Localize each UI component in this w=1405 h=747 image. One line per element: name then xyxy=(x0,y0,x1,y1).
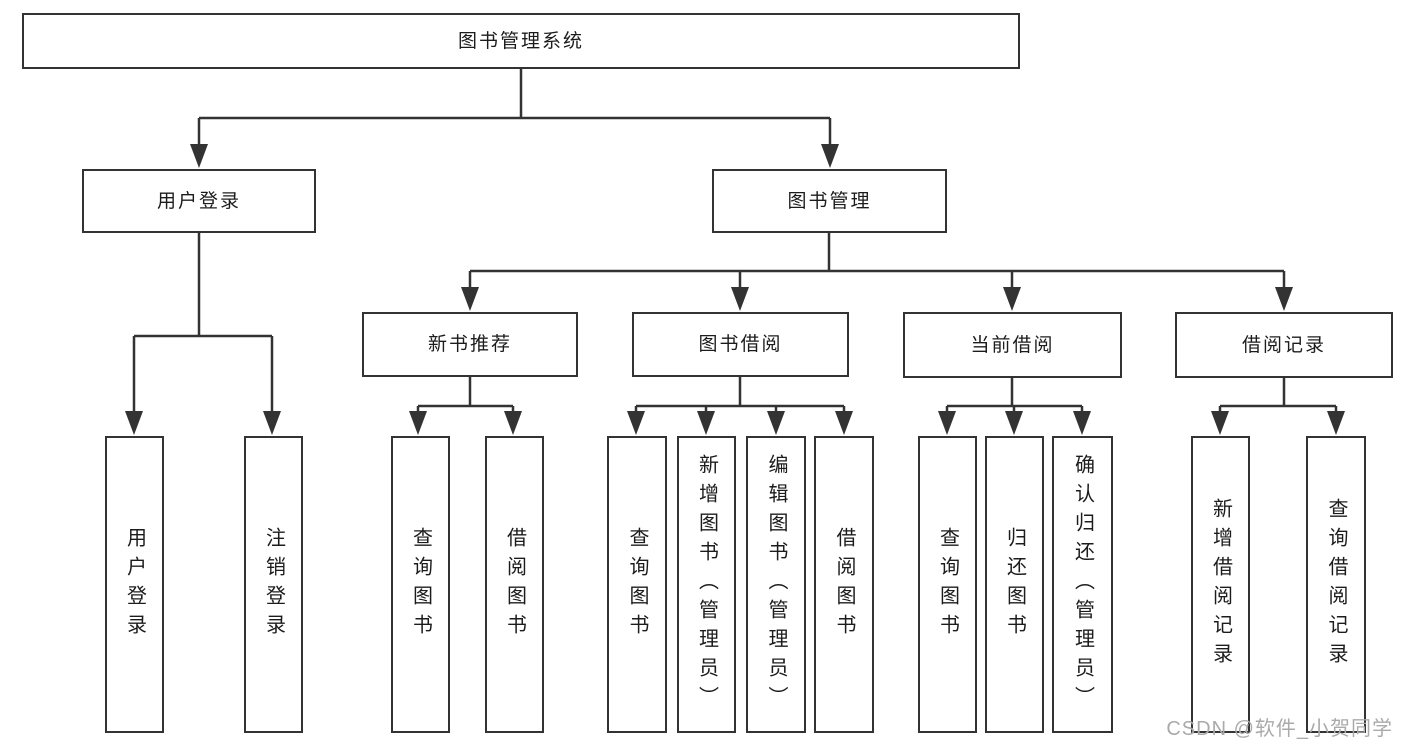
diagram-node-leaf-borrow-book-1: 借阅图书 xyxy=(485,436,544,733)
diagram-node-label: 当前借阅 xyxy=(970,334,1055,356)
arrowhead-icon xyxy=(125,411,143,435)
diagram-node-new-book-recommend: 新书推荐 xyxy=(362,312,578,377)
arrowhead-icon xyxy=(731,287,749,311)
arrowhead-icon xyxy=(1275,287,1293,311)
diagram-node-book-management: 图书管理 xyxy=(712,169,947,233)
diagram-node-leaf-confirm-return-admin: 确认归还（管理员） xyxy=(1052,436,1113,733)
arrowhead-icon xyxy=(504,411,522,435)
arrowhead-icon xyxy=(821,144,839,168)
diagram-node-label: 图书管理系统 xyxy=(457,30,584,52)
diagram-node-label: 新书推荐 xyxy=(427,334,512,355)
arrowhead-icon xyxy=(461,287,479,311)
arrowhead-icon xyxy=(409,411,427,435)
diagram-node-current-borrow: 当前借阅 xyxy=(903,312,1122,378)
diagram-node-leaf-user-login: 用户登录 xyxy=(105,436,164,733)
diagram-node-user-login: 用户登录 xyxy=(82,169,316,233)
diagram-node-label: 编辑图书（管理员） xyxy=(765,454,787,715)
diagram-node-label: 查询图书 xyxy=(936,526,959,643)
diagram-node-leaf-borrow-book-2: 借阅图书 xyxy=(814,436,874,733)
arrowhead-icon xyxy=(938,411,956,435)
diagram-node-label: 查询借阅记录 xyxy=(1325,497,1347,672)
diagram-node-label: 注销登录 xyxy=(262,526,285,643)
arrowhead-icon xyxy=(627,411,645,435)
diagram-node-label: 借阅记录 xyxy=(1241,334,1326,356)
diagram-node-label: 用户登录 xyxy=(123,526,146,643)
arrowhead-icon xyxy=(1003,287,1021,311)
diagram-node-label: 图书借阅 xyxy=(698,334,783,355)
arrowhead-icon xyxy=(835,411,853,435)
diagram-node-borrow-record: 借阅记录 xyxy=(1175,312,1393,378)
diagram-node-root: 图书管理系统 xyxy=(22,13,1020,69)
arrowhead-icon xyxy=(1073,411,1091,435)
diagram-node-leaf-edit-book-admin: 编辑图书（管理员） xyxy=(746,436,806,733)
diagram-node-label: 借阅图书 xyxy=(833,526,855,643)
diagram-node-label: 新增图书（管理员） xyxy=(695,454,718,715)
diagram-node-leaf-query-book-3: 查询图书 xyxy=(918,436,977,733)
arrowhead-icon xyxy=(1327,411,1345,435)
diagram-node-leaf-return-book: 归还图书 xyxy=(985,436,1044,733)
diagram-node-label: 归还图书 xyxy=(1003,526,1026,643)
diagram-node-leaf-add-book-admin: 新增图书（管理员） xyxy=(677,436,736,733)
arrowhead-icon xyxy=(1211,411,1229,435)
diagram-node-label: 借阅图书 xyxy=(503,526,526,643)
diagram-node-leaf-query-book-1: 查询图书 xyxy=(391,436,450,733)
diagram-node-label: 图书管理 xyxy=(787,190,872,212)
arrowhead-icon xyxy=(263,411,281,435)
arrowhead-icon xyxy=(190,144,208,168)
diagram-node-label: 用户登录 xyxy=(156,190,241,212)
diagram-node-leaf-logout: 注销登录 xyxy=(244,436,303,733)
diagram-node-leaf-query-borrow-record: 查询借阅记录 xyxy=(1306,436,1366,733)
arrowhead-icon xyxy=(1005,411,1023,435)
diagram-node-leaf-query-book-2: 查询图书 xyxy=(607,436,667,733)
diagram-node-label: 查询图书 xyxy=(626,526,648,643)
diagram-node-book-borrow: 图书借阅 xyxy=(632,312,849,377)
diagram-node-leaf-add-borrow-record: 新增借阅记录 xyxy=(1191,436,1250,733)
diagram-node-label: 确认归还（管理员） xyxy=(1071,454,1094,715)
arrowhead-icon xyxy=(697,411,715,435)
diagram-node-label: 新增借阅记录 xyxy=(1209,497,1232,672)
diagram-node-label: 查询图书 xyxy=(409,526,432,643)
arrowhead-icon xyxy=(767,411,785,435)
